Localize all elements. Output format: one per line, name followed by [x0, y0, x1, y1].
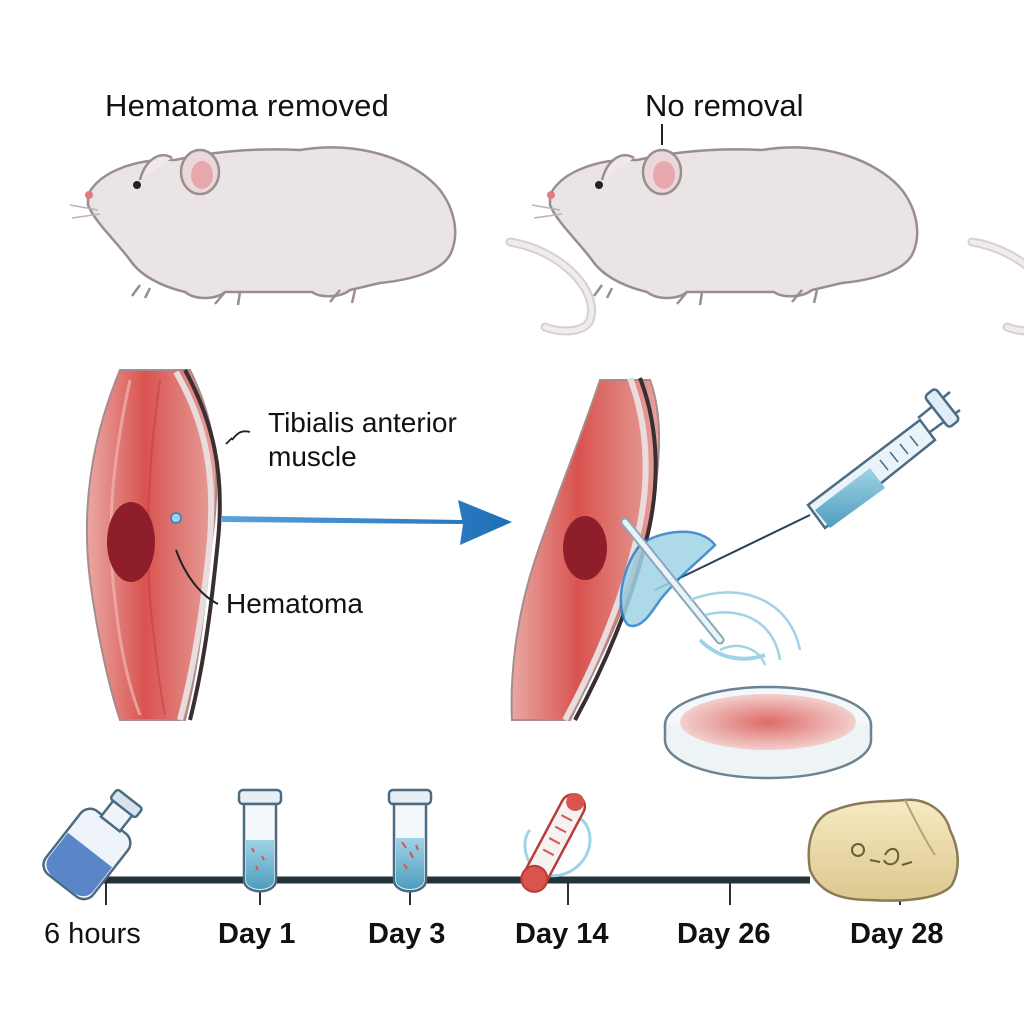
test-tube-day3-icon	[387, 788, 433, 893]
test-tube-day1-icon	[237, 788, 283, 893]
petri-dish-icon	[663, 685, 873, 780]
sample-tube-day14-icon	[520, 793, 592, 893]
panel-title-no-removal: No removal	[645, 88, 804, 123]
timeline-label-day-26: Day 26	[677, 918, 771, 950]
timeline-label-6-hours: 6 hours	[44, 918, 141, 950]
muscle-left-illustration	[85, 369, 251, 721]
label-tibialis-anterior: Tibialis anterior muscle	[268, 407, 457, 472]
forceps-icon	[619, 517, 802, 666]
mouse-left	[70, 147, 592, 330]
mouse-right	[532, 147, 1024, 330]
muscle-right-illustration	[510, 376, 661, 722]
hematoma-right	[563, 516, 607, 580]
timeline-label-day-3: Day 3	[368, 918, 446, 950]
syringe-icon	[654, 388, 961, 591]
timeline-label-day-14: Day 14	[515, 918, 609, 950]
timeline-axis	[95, 876, 901, 905]
bottle-icon	[42, 788, 143, 901]
panel-title-hematoma-removed: Hematoma removed	[105, 88, 390, 123]
timeline-label-day-28: Day 28	[850, 918, 944, 950]
hematoma-left	[107, 502, 155, 582]
bone-tissue-icon	[807, 798, 959, 902]
arrow-right	[222, 500, 512, 545]
label-hematoma: Hematoma	[226, 588, 363, 619]
timeline-label-day-1: Day 1	[218, 918, 296, 950]
